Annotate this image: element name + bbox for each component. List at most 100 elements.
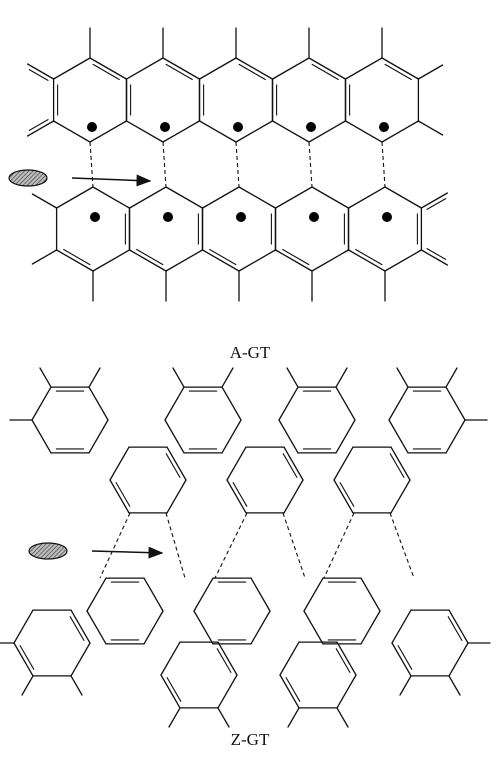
a-top-hex-3-edge-0 xyxy=(308,57,347,80)
z-top-up-hex-3-edge-3 xyxy=(388,386,409,421)
z-bot-low-hex-1-edge-5 xyxy=(217,641,238,676)
a-bot-hex-1-edge-5 xyxy=(128,186,167,209)
zigzag-bonds xyxy=(0,367,491,728)
a-dashed-link-1 xyxy=(162,141,167,188)
z-top-up-hex-0-edge-3 xyxy=(31,386,52,421)
z-bot-up-hex-2-edge-2 xyxy=(303,610,324,645)
a-bot-hex-0-edge-0 xyxy=(92,186,131,209)
z-top-up-hex-3-edge-2 xyxy=(388,419,409,454)
z-bot-low-hex-2-edge-2 xyxy=(279,674,300,709)
z-top-low-hex-1-edge-2-inner xyxy=(232,482,248,507)
a-bot-hex-4-edge-3 xyxy=(347,249,386,272)
z-top-low-hex-1-edge-0 xyxy=(283,479,304,514)
a-top-hex-0-edge-0-inner xyxy=(92,63,120,81)
z-bot-low-hex-1-edge-2-inner xyxy=(166,677,182,702)
a-bot-hex-0-edge-5 xyxy=(55,186,94,209)
a-top-site-1 xyxy=(160,122,170,132)
z-bot-low-hex-3-edge-2 xyxy=(391,642,412,677)
z-bot-low-stub-2-1 xyxy=(287,707,300,728)
z-bot-low-hex-2-edge-2-inner xyxy=(285,677,301,702)
z-top-up-stub-2-1 xyxy=(335,367,348,388)
a-top-hex-0-edge-0 xyxy=(89,57,128,80)
z-top-up-hex-2-edge-2 xyxy=(278,419,299,454)
a-top-hex-2-edge-0 xyxy=(235,57,274,80)
a-top-hex-0-edge-5 xyxy=(52,57,91,80)
a-bot-hex-0-edge-3 xyxy=(55,249,94,272)
a-top-hex-1-edge-2 xyxy=(162,120,201,143)
a-bot-hex-2-edge-0 xyxy=(238,186,277,209)
z-top-up-hex-2-edge-3 xyxy=(278,386,299,421)
z-top-up-hex-1-edge-5 xyxy=(221,386,242,421)
a-bot-site-1 xyxy=(163,212,173,222)
z-top-low-hex-1-edge-5-inner xyxy=(282,453,298,478)
z-top-up-hex-2-edge-0 xyxy=(335,419,356,454)
z-top-low-hex-2-edge-5 xyxy=(390,446,411,481)
z-bot-up-hex-0-edge-5 xyxy=(143,577,164,612)
armchair-sites xyxy=(87,122,392,222)
a-top-right-stub-2 xyxy=(417,120,444,136)
a-bot-right-tail-inner xyxy=(426,198,447,210)
a-bot-hex-4-edge-0 xyxy=(384,186,423,209)
a-top-hex-1-edge-0 xyxy=(162,57,201,80)
z-bot-low-stub-1-1 xyxy=(168,707,181,728)
z-top-low-hex-2-edge-5-inner xyxy=(389,453,405,478)
a-dashed-link-0 xyxy=(89,141,94,188)
a-bot-left-stub xyxy=(31,193,58,209)
a-top-hex-4-edge-0-inner xyxy=(384,63,412,81)
z-dashed-link-1 xyxy=(165,512,186,579)
a-top-hex-2-edge-0-inner xyxy=(238,63,266,81)
z-top-up-hex-1-edge-2 xyxy=(164,419,185,454)
z-top-low-hex-0-edge-5 xyxy=(166,446,187,481)
z-top-low-hex-1-edge-5 xyxy=(283,446,304,481)
z-bot-low-hex-2-edge-5-inner xyxy=(335,648,351,673)
z-top-low-hex-2-edge-2 xyxy=(333,479,354,514)
z-bot-up-hex-1-edge-2 xyxy=(193,610,214,645)
z-top-up-stub-2-0 xyxy=(286,367,299,388)
armchair-arrow-icon xyxy=(71,174,152,187)
a-top-hex-4-edge-3 xyxy=(344,120,383,143)
a-top-hex-1-edge-0-inner xyxy=(165,63,193,81)
z-bot-low-hex-2-edge-0 xyxy=(336,674,357,709)
z-bot-low-hex-3-edge-5 xyxy=(448,609,469,644)
z-top-up-stub-1-0 xyxy=(172,367,185,388)
z-bot-low-hex-1-edge-5-inner xyxy=(216,648,232,673)
z-top-low-hex-0-edge-0 xyxy=(166,479,187,514)
a-top-right-stub xyxy=(417,64,444,80)
z-bot-low-hex-0-edge-5-inner xyxy=(69,616,85,641)
zigzag-ellipse-icon xyxy=(28,542,68,560)
a-bot-right-tail-2-inner xyxy=(426,248,447,260)
a-bot-right-tail-2 xyxy=(420,249,449,266)
z-bot-up-hex-2-edge-0 xyxy=(360,610,381,645)
zigzag-caption: Z-GT xyxy=(231,730,270,749)
zigzag-arrow-icon xyxy=(91,546,164,559)
a-bot-hex-0-edge-2 xyxy=(92,249,131,272)
z-bot-up-hex-0-edge-0 xyxy=(143,610,164,645)
a-top-site-4 xyxy=(379,122,389,132)
a-bot-hex-4-edge-2 xyxy=(384,249,423,272)
z-bot-up-hex-0-edge-3 xyxy=(86,577,107,612)
a-bot-hex-3-edge-3-inner xyxy=(282,248,310,266)
a-top-hex-3-edge-0-inner xyxy=(311,63,339,81)
a-top-hex-2-edge-2 xyxy=(235,120,274,143)
z-bot-low-hex-0-edge-5 xyxy=(70,609,91,644)
z-bot-low-hex-1-edge-3 xyxy=(160,641,181,676)
a-bot-hex-4-edge-5 xyxy=(347,186,386,209)
z-top-low-hex-2-edge-0 xyxy=(390,479,411,514)
a-dashed-link-4 xyxy=(381,141,386,188)
a-top-hex-2-edge-3 xyxy=(198,120,237,143)
z-top-up-hex-2-edge-5 xyxy=(335,386,356,421)
z-bot-low-hex-0-edge-3 xyxy=(13,609,34,644)
z-bot-low-stub-1-0 xyxy=(217,707,230,728)
z-dashed-link-3 xyxy=(282,512,306,579)
z-top-up-stub-3-1 xyxy=(445,367,458,388)
z-top-up-hex-0-edge-0 xyxy=(88,419,109,454)
z-top-up-hex-3-edge-5 xyxy=(445,386,466,421)
a-bot-hex-4-edge-3-inner xyxy=(355,248,383,266)
z-bot-low-hex-0-edge-2 xyxy=(13,642,34,677)
a-top-hex-0-edge-3 xyxy=(52,120,91,143)
z-bot-low-stub-3-0 xyxy=(448,675,461,696)
armchair-caption: A-GT xyxy=(230,343,271,362)
a-bot-hex-3-edge-2 xyxy=(311,249,350,272)
a-bot-hex-0-edge-3-inner xyxy=(63,248,91,266)
